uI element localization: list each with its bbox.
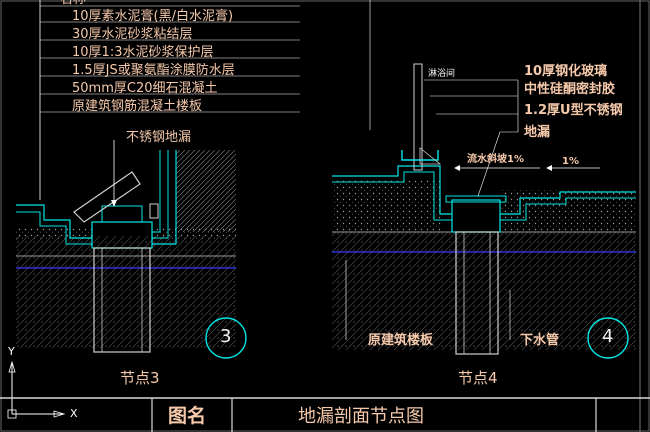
original-slab-label: 原建筑楼板 [368,333,434,348]
glass-label: 10厚钢化玻璃 [524,64,608,79]
node-4-caption: 节点4 [458,369,498,387]
layer-label-name: 名称 [60,0,86,6]
title-block-label: 图名 [168,405,207,427]
shower-room-label: 淋浴间 [428,69,456,79]
layer-label-1: 10厚素水泥膏(黑/白水泥膏) [72,9,234,24]
sealant-label: 中性硅酮密封胶 [524,82,616,97]
layer-label-6: 原建筑钢筋混凝土楼板 [72,99,203,114]
ucs-axis-icon [7,360,66,419]
node3-section [16,0,371,359]
layer-label-5: 50mm厚C20细石混凝土 [72,81,218,96]
node4-section [332,63,636,359]
node-4-number: 4 [602,326,614,347]
drawing-title: 地漏剖面节点图 [298,406,424,427]
drain-pipe-label: 下水管 [520,333,560,348]
axis-y-label: Y [8,345,15,358]
layer-label-2: 30厚水泥砂浆粘结层 [72,27,193,42]
layer-label-4: 1.5厚JS或聚氨酯涂膜防水层 [72,63,235,78]
u-channel-label: 1.2厚U型不锈钢 [524,103,623,118]
slope-percent-label: 1% [562,156,579,167]
left-drain-label: 不锈钢地漏 [126,130,192,145]
title-block-frame [0,397,650,432]
layer-label-3: 10厚1:3水泥砂浆保护层 [72,45,214,60]
axis-x-label: X [70,407,78,420]
floor-drain-label: 地漏 [524,125,551,140]
node-3-caption: 节点3 [120,369,160,387]
slope-label: 流水斜坡1% [467,154,524,165]
node-3-number: 3 [220,326,232,347]
